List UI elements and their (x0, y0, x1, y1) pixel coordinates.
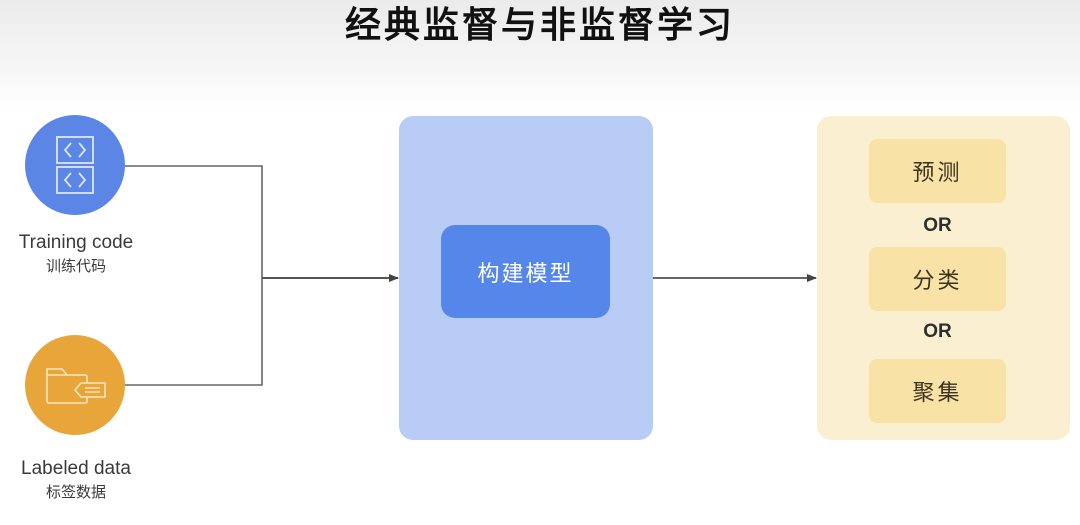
data-connector (125, 278, 263, 386)
training-code-label-zh: 训练代码 (45, 257, 106, 275)
or-separator: OR (923, 215, 952, 236)
output-item-classification: 分类 (869, 247, 1006, 311)
labeled-data-label-zh: 标签数据 (45, 483, 106, 501)
or-separator: OR (923, 321, 952, 342)
training-code-node (25, 115, 125, 215)
page-title: 经典监督与非监督学习 (344, 5, 735, 46)
labeled-folder-icon (46, 368, 106, 404)
labeled-data-node (25, 335, 125, 435)
labeled-data-label-en: Labeled data (21, 458, 131, 479)
training-code-label: Training code 训练代码 (0, 231, 152, 277)
labeled-data-label: Labeled data 标签数据 (0, 457, 152, 503)
training-code-label-en: Training code (18, 232, 134, 253)
build-model-box: 构建模型 (441, 225, 610, 318)
output-item-clustering: 聚集 (869, 359, 1006, 423)
output-item-prediction: 预测 (869, 139, 1006, 203)
code-connector (125, 165, 263, 278)
code-icon (56, 136, 94, 194)
